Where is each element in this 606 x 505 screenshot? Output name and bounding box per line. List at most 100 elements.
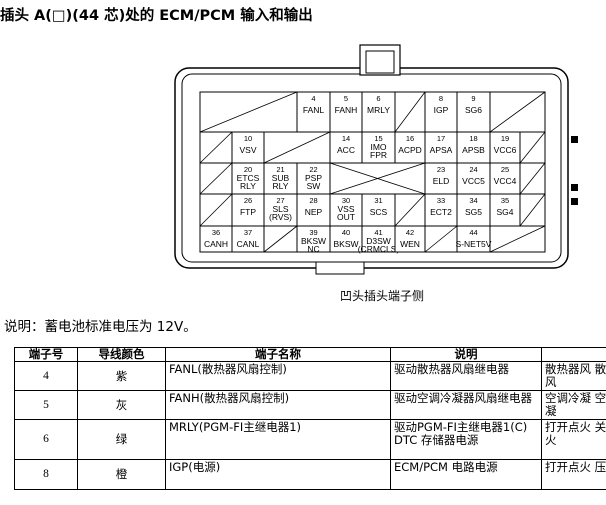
pin-label: IGP xyxy=(434,105,449,115)
blocked-cell-diagonal xyxy=(519,193,546,227)
pin-label: SW xyxy=(307,181,321,191)
pin-label: APSB xyxy=(462,145,485,155)
table-row: 6 绿 MRLY(PGM-FI主继电器1) 驱动PGM-FI主继电器1(C) D… xyxy=(14,419,606,460)
pin-label: ELD xyxy=(433,176,450,186)
terminal-description: 驱动PGM-FI主继电器1(C) DTC 存储器电源 xyxy=(390,419,542,460)
pin-label: WEN xyxy=(400,239,420,249)
pin-number: 30 xyxy=(342,196,350,205)
pin-number: 25 xyxy=(501,165,509,174)
blocked-cell-diagonal xyxy=(199,193,233,227)
pin-number: 22 xyxy=(309,165,317,174)
terminal-description: 驱动散热器风扇继电器 xyxy=(390,361,542,391)
pin-number: 40 xyxy=(342,228,350,237)
pin-number: 17 xyxy=(437,134,445,143)
pin-label: CANL xyxy=(237,239,260,249)
terminal-name: FANL(散热器风扇控制) xyxy=(165,361,391,391)
blocked-cell-diagonal xyxy=(263,131,331,164)
pin-label: FANH xyxy=(335,105,358,115)
table-row: 8 橙 IGP(电源) ECM/PCM 电路电源 打开点火 压 xyxy=(14,459,606,490)
pin-label: FTP xyxy=(240,207,256,217)
header-description: 说明 xyxy=(390,347,542,362)
terminal-condition: 打开点火 压 xyxy=(541,459,606,490)
pin-label: S-NET5V xyxy=(456,239,492,249)
blocked-cell-diagonal xyxy=(199,91,298,133)
pin-number: 9 xyxy=(471,94,475,103)
pin-label: MRLY xyxy=(367,105,390,115)
blocked-cell-diagonal xyxy=(263,225,298,253)
pin-number: 42 xyxy=(406,228,414,237)
blocked-cell-diagonal xyxy=(519,162,546,195)
terminal-description: ECM/PCM 电路电源 xyxy=(390,459,542,490)
pin-label: ETCS xyxy=(237,173,260,183)
pin-number: 39 xyxy=(309,228,317,237)
blocked-cell-diagonal xyxy=(519,131,546,164)
pin-label: RLY xyxy=(240,181,256,191)
terminal-description: 驱动空调冷凝器风扇继电器 xyxy=(390,390,542,420)
terminal-number: 8 xyxy=(14,459,78,490)
pin-number: 35 xyxy=(501,196,509,205)
pin-number: 16 xyxy=(406,134,414,143)
pin-label: APSA xyxy=(430,145,453,155)
pin-label: SG4 xyxy=(496,207,513,217)
blocked-cell-diagonal xyxy=(394,193,426,227)
table-row: 4 紫 FANL(散热器风扇控制) 驱动散热器风扇继电器 散热器风 散热器风 xyxy=(14,361,606,391)
connector-pin-44: 44S-NET5V xyxy=(456,225,492,253)
pin-number: 19 xyxy=(501,134,509,143)
pin-label: ACPD xyxy=(398,145,422,155)
connector-diagram: 4FANL5FANH6MRLY8IGP9SG610VSV14ACC15IMOFP… xyxy=(174,44,578,275)
header-conditions xyxy=(541,347,606,362)
table-row: 5 灰 FANH(散热器风扇控制) 驱动空调冷凝器风扇继电器 空调冷凝 空调冷凝 xyxy=(14,390,606,420)
terminal-name: FANH(散热器风扇控制) xyxy=(165,390,391,420)
pin-number: 41 xyxy=(374,228,382,237)
pin-number: 26 xyxy=(244,196,252,205)
blocked-cell-diagonal xyxy=(489,225,546,253)
blocked-cell-diagonal xyxy=(489,91,546,133)
pin-number: 37 xyxy=(244,228,252,237)
pin-number: 24 xyxy=(469,165,477,174)
pin-number: 10 xyxy=(244,134,252,143)
pin-label: OUT xyxy=(337,212,355,222)
pin-label: SCS xyxy=(370,207,388,217)
wire-color: 绿 xyxy=(77,419,166,460)
terminal-number: 4 xyxy=(14,361,78,391)
pin-label: SUB xyxy=(272,173,290,183)
pin-label: PSP xyxy=(305,173,322,183)
pin-label: VCC4 xyxy=(494,176,517,186)
pin-label: NC xyxy=(307,244,319,254)
pin-label: (CRMCLS) xyxy=(358,244,400,254)
battery-voltage-note: 说明：蓄电池标准电压为 12V。 xyxy=(4,319,197,335)
pin-number: 27 xyxy=(276,196,284,205)
blocked-cell-diagonal xyxy=(199,131,233,164)
pin-label: CANH xyxy=(204,239,228,249)
pin-number: 14 xyxy=(342,134,350,143)
wire-color: 灰 xyxy=(77,390,166,420)
pin-label: BKSW xyxy=(333,239,358,249)
table-header-row: 端子号 导线颜色 端子名称 说明 xyxy=(14,347,606,362)
pin-number: 15 xyxy=(374,134,382,143)
pin-label: FPR xyxy=(370,150,387,160)
pin-label: SG5 xyxy=(465,207,482,217)
pin-label: VCC6 xyxy=(494,145,517,155)
header-terminal-name: 端子名称 xyxy=(165,347,391,362)
